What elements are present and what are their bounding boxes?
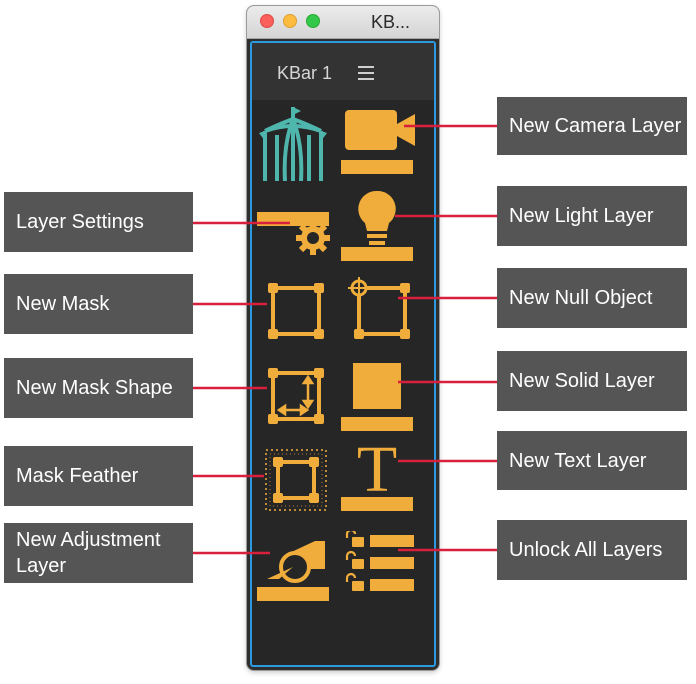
minimize-window-button[interactable] [283,14,297,28]
new-solid-layer-button[interactable] [341,363,417,433]
zoom-window-button[interactable] [306,14,320,28]
callout-new-text-layer: New Text Layer [497,431,687,490]
camera-icon [341,110,415,174]
text-glyph: T [357,439,397,506]
text-layer-icon: T [341,439,413,511]
new-mask-shape-button[interactable] [268,368,324,424]
callout-new-mask-shape: New Mask Shape [4,358,193,418]
callout-new-camera-layer: New Camera Layer [497,97,687,155]
mask-shape-icon [268,368,324,424]
mask-feather-button[interactable] [264,448,328,512]
tent-icon [259,107,327,181]
callout-new-adjustment-layer: New Adjustment Layer [4,523,193,583]
new-light-layer-button[interactable] [341,191,417,261]
unlock-icon [345,531,414,591]
new-text-layer-button[interactable]: T [341,439,417,515]
panel-title: KBar 1 [277,63,333,83]
null-object-icon [348,277,410,339]
mask-feather-icon [265,449,327,511]
title-bar[interactable]: KB... [247,6,439,39]
callout-new-solid-layer: New Solid Layer [497,351,687,411]
new-mask-button[interactable] [268,283,324,339]
callout-new-null-object: New Null Object [497,268,687,328]
light-bulb-icon [341,191,413,261]
callout-mask-feather: Mask Feather [4,446,193,506]
panel-header: KBar 1 [252,43,434,100]
tent-button[interactable] [257,105,329,181]
mask-icon [268,283,324,339]
solid-layer-icon [341,363,413,431]
unlock-all-layers-button[interactable] [344,531,416,595]
adjustment-layer-icon [257,541,329,601]
new-camera-layer-button[interactable] [341,110,417,176]
new-adjustment-layer-button[interactable] [257,529,335,603]
callout-unlock-all-layers: Unlock All Layers [497,520,687,580]
callout-new-mask: New Mask [4,274,193,334]
kbar-window: KB... KBar 1 [247,6,439,670]
new-null-object-button[interactable] [348,277,410,339]
callout-new-light-layer: New Light Layer [497,186,687,246]
window-title: KB... [371,12,411,32]
hamburger-menu-icon[interactable] [358,65,376,81]
kbar-panel: KBar 1 [250,41,436,667]
close-window-button[interactable] [260,14,274,28]
callout-layer-settings: Layer Settings [4,192,193,252]
